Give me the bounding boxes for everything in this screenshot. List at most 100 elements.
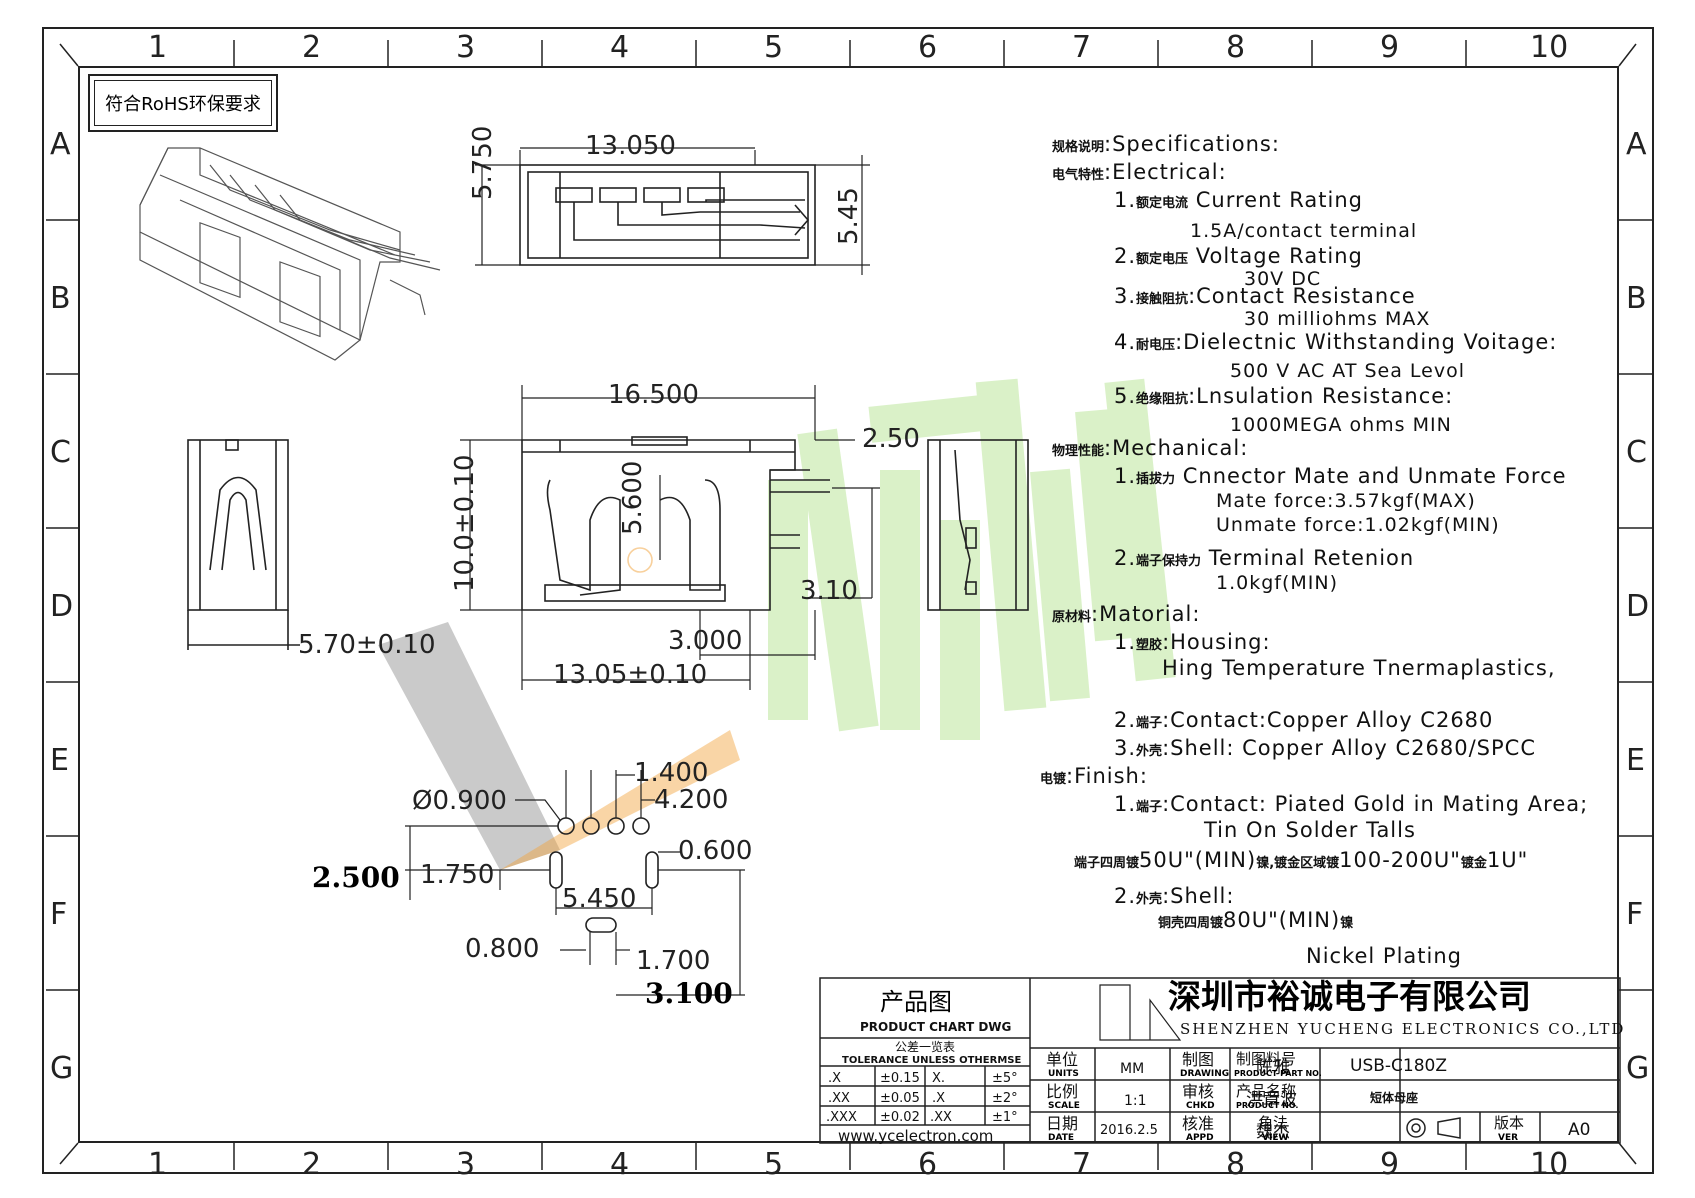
pad-hole-2 [582,817,600,835]
col-label-1: 1 [148,30,168,65]
title-block [819,977,1621,1144]
spec-e4-zh: 耐电压 [1136,338,1176,353]
spec-f1-cn-e: 镀金 [1460,856,1487,871]
spec-m2-zh: 端子保持力 [1136,554,1202,569]
tb-drawing-zh: 制图 [1182,1050,1215,1069]
dim-front-width: 16.500 [608,380,699,410]
spec-m1-val1: Mate force:3.57kgf(MAX) [1216,490,1476,512]
row-label-right-e: E [1626,743,1645,778]
row-label-right-f: F [1626,897,1644,932]
dim-pcb-1400: 1.400 [634,758,709,788]
spec-h: 1.塑胶:Housing: [1114,630,1271,654]
spec-m1-zh: 插拔力 [1136,472,1176,487]
spec-e2: 2.额定电压 Voltage Rating [1114,244,1363,268]
spec-f1-val: Tin On Solder Talls [1204,818,1416,842]
spec-e3-val: 30 milliohms MAX [1244,308,1431,330]
spec-mat-en: :Matorial: [1091,602,1201,626]
shell-slot-right [645,851,659,889]
spec-e1-num: 1. [1114,188,1137,212]
row-label-e: E [50,743,69,778]
col-label-2: 2 [302,30,322,65]
outer-border [42,27,1654,1174]
spec-h-val: Hing Temperature Tnermaplastics, [1162,656,1556,680]
row-label-a: A [50,127,71,162]
tb-date-en: DATE [1048,1133,1075,1143]
spec-c-num: 2. [1114,708,1137,732]
spec-h-zh: 塑胶 [1136,638,1163,653]
dim-pcb-3100: 3.100 [645,977,733,1010]
col-label-4: 4 [610,30,630,65]
spec-title-en: :Specifications: [1104,132,1280,156]
spec-s-en: :Shell: Copper Alloy C2680/SPCC [1162,736,1537,760]
spec-f1-zh: 端子 [1136,800,1163,815]
spec-mat: 原材料:Matorial: [1052,602,1200,626]
rohs-note-box: 符合RoHS环保要求 [88,74,278,132]
tb-tol-r1c1: .X [828,1071,842,1086]
tb-scale-val: 1:1 [1124,1093,1147,1109]
row-label-c: C [50,435,71,470]
pad-hole-3 [607,817,625,835]
company-logo-icon [1099,984,1182,1041]
tb-appd-en: APPD [1186,1133,1214,1143]
spec-e4-val: 500 V AC AT Sea Levol [1230,360,1466,382]
tb-tol-r2c2: ±0.05 [880,1091,920,1106]
spec-mech: 物理性能:Mechanical: [1052,436,1248,460]
spec-c-zh: 端子 [1136,716,1163,731]
dim-front-bottom: 13.05±0.10 [553,660,708,690]
tb-check-val: 洪章波 [1246,1090,1297,1110]
tb-view-en: VIEW [1262,1133,1289,1143]
watermark-grey-stroke [378,622,560,870]
tb-tol-r2c3: .X [932,1091,946,1106]
spec-electrical: 电气特性:Electrical: [1052,160,1227,184]
row-label-right-a: A [1626,127,1647,162]
dim-top-width: 13.050 [585,131,676,161]
tb-tol-r1c3: X. [932,1071,946,1086]
spec-e3-en: :Contact Resistance [1188,284,1416,308]
spec-f2-en: :Shell: [1162,884,1235,908]
front-view [521,436,830,611]
spec-f2-cn-b: 80U"(MIN) [1223,908,1341,932]
spec-f1-cn: 端子四周镀50U"(MIN)镍,镀金区域镀100-200U"镀金1U" [1074,848,1528,872]
spec-e2-zh: 额定电压 [1136,252,1189,267]
projection-symbol-icon [1406,1118,1426,1138]
spec-f1-cn-a: 端子四周镀 [1074,856,1140,871]
shell-slot-left [549,851,563,889]
spec-f2-val: Nickel Plating [1306,944,1463,968]
row-label-right-b: B [1626,281,1647,316]
front-view-dims [460,385,880,690]
spec-f1-cn-d: 100-200U" [1339,848,1461,872]
spec-e5-en: :Lnsulation Resistance: [1188,384,1454,408]
tb-tol-r1c4: ±5° [992,1071,1018,1086]
dim-pcb-1700: 1.700 [636,946,711,976]
tb-tol-r2c4: ±2° [992,1091,1018,1106]
col-label-bottom-4: 4 [610,1147,630,1182]
spec-f2-cn: 铜壳四周镀80U"(MIN)镍 [1158,908,1353,932]
tb-company-en: SHENZHEN YUCHENG ELECTRONICS CO.,LTD [1180,1020,1626,1038]
tb-tol-r3c4: ±1° [992,1110,1018,1125]
dim-pcb-0600: 0.600 [678,836,753,866]
inner-border [78,66,1619,1143]
row-label-right-c: C [1626,435,1647,470]
tb-company-zh: 深圳市裕诚电子有限公司 [1168,977,1531,1016]
rohs-note-text: 符合RoHS环保要求 [94,80,272,126]
tb-chart-en: PRODUCT CHART DWG [860,1020,1012,1034]
tb-unit-en: UNITS [1048,1069,1079,1079]
col-label-3: 3 [456,30,476,65]
tb-tol-zh: 公差一览表 [895,1040,956,1054]
spec-e5: 5.绝缘阻抗:Lnsulation Resistance: [1114,384,1453,408]
spec-mat-zh: 原材料 [1052,610,1092,625]
tb-ver-en: VER [1498,1133,1519,1143]
watermark-green-chars [768,378,1176,740]
spec-f2: 2.外壳:Shell: [1114,884,1234,908]
row-label-right-g: G [1626,1051,1650,1086]
tb-drawing-en: DRAWING [1180,1069,1230,1079]
spec-e1: 1.额定电流 Current Rating [1114,188,1363,212]
dim-top-height: 5.750 [468,125,498,200]
spec-c: 2.端子:Contact:Copper Alloy C2680 [1114,708,1493,732]
tb-chart-zh: 产品图 [880,988,952,1016]
spec-m1: 1.插拔力 Cnnector Mate and Unmate Force [1114,464,1567,488]
spec-mech-en: :Mechanical: [1104,436,1249,460]
spec-electrical-zh: 电气特性 [1052,168,1105,183]
